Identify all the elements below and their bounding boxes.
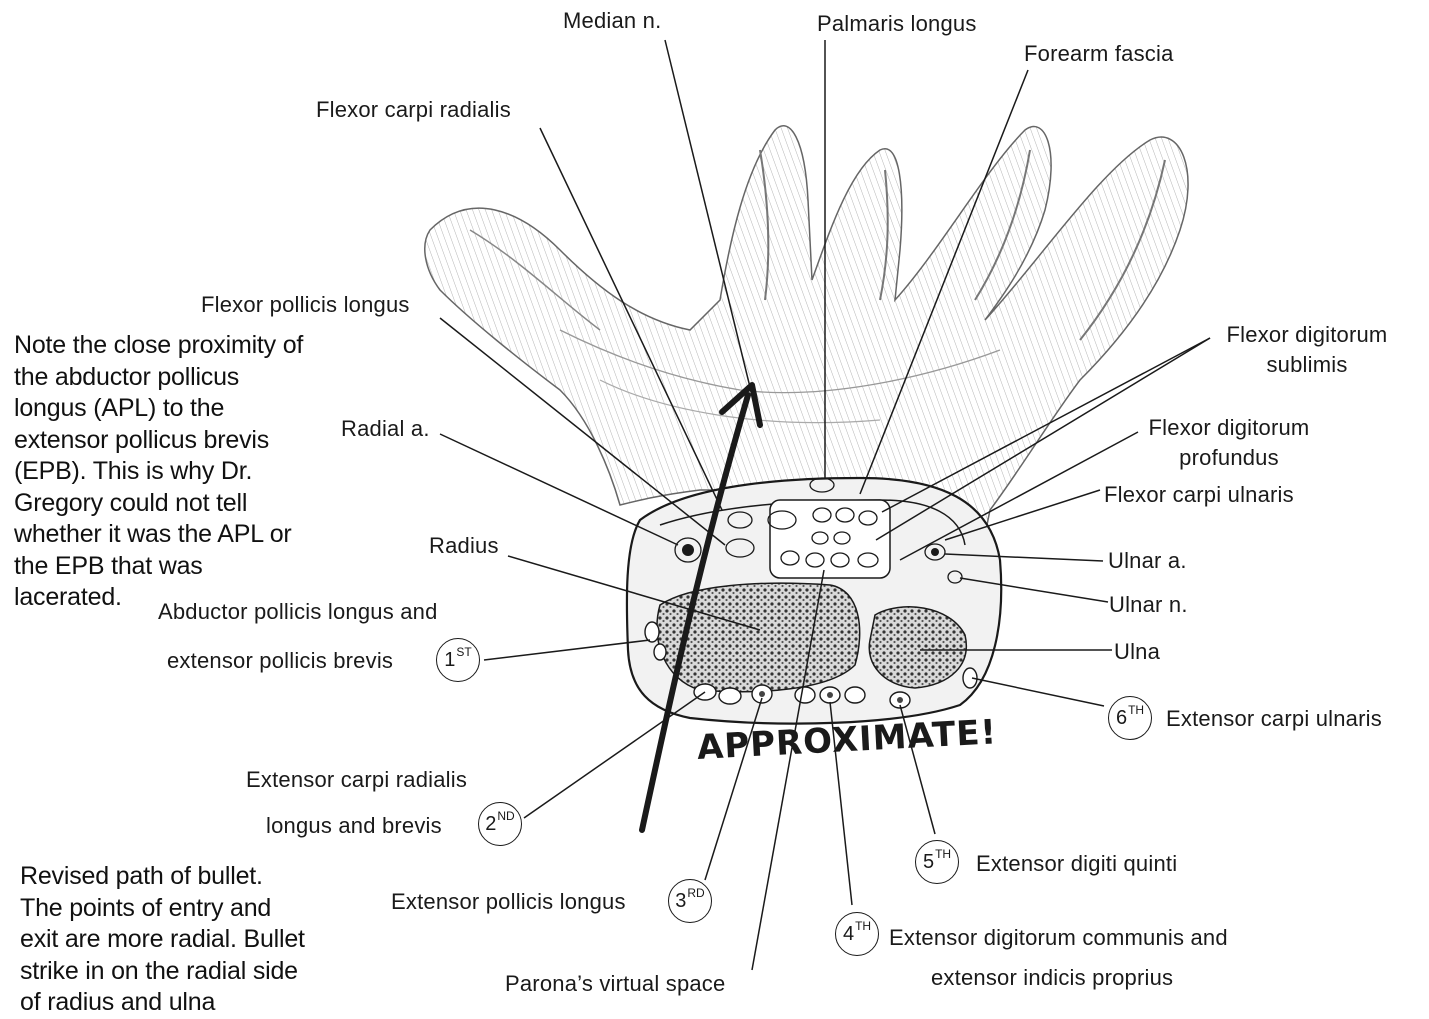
leader-6th xyxy=(972,678,1104,706)
compartment-3rd-suffix: RD xyxy=(687,886,704,900)
label-extensor-digiti-quinti: Extensor digiti quinti xyxy=(976,851,1177,877)
compartment-1st-number: 1 xyxy=(444,649,455,672)
label-flexor-pollicis-longus: Flexor pollicis longus xyxy=(201,292,410,318)
label-apl-epb-line2: extensor pollicis brevis xyxy=(167,648,393,674)
label-edc-eip-line1: Extensor digitorum communis and xyxy=(889,925,1228,951)
label-palmaris-longus: Palmaris longus xyxy=(817,11,977,37)
note-proximity-line: Gregory could not tell xyxy=(14,488,303,520)
label-flexor-carpi-ulnaris: Flexor carpi ulnaris xyxy=(1104,482,1294,508)
label-flexor-digitorum-sublimis: Flexor digitorum sublimis xyxy=(1212,322,1402,378)
leader-1st xyxy=(484,640,650,660)
compartment-6th-number: 6 xyxy=(1116,707,1127,730)
note-proximity-line: the EPB that was xyxy=(14,551,303,583)
label-fdp-line2: profundus xyxy=(1134,445,1324,471)
label-extensor-pollicis-longus: Extensor pollicis longus xyxy=(391,889,626,915)
label-paronas-virtual-space: Parona’s virtual space xyxy=(505,971,725,997)
note-bullet-line: strike in on the radial side xyxy=(20,956,305,988)
note-proximity-line: the abductor pollicus xyxy=(14,362,303,394)
label-edc-eip-line2: extensor indicis proprius xyxy=(931,965,1173,991)
label-fdp-line1: Flexor digitorum xyxy=(1134,415,1324,441)
label-flexor-digitorum-profundus: Flexor digitorum profundus xyxy=(1134,415,1324,471)
note-bullet-line: exit are more radial. Bullet xyxy=(20,924,305,956)
note-bullet-path: Revised path of bullet. The points of en… xyxy=(20,861,305,1019)
note-proximity-line: lacerated. xyxy=(14,582,303,614)
label-fds-line1: Flexor digitorum xyxy=(1212,322,1402,348)
compartment-3rd-number: 3 xyxy=(675,890,686,913)
leader-2nd xyxy=(524,692,705,818)
compartment-4th-suffix: TH xyxy=(855,919,871,933)
label-forearm-fascia: Forearm fascia xyxy=(1024,41,1174,67)
note-proximity-line: whether it was the APL or xyxy=(14,519,303,551)
cross-section-outline xyxy=(627,478,1001,724)
label-ecrl-ecrb-line1: Extensor carpi radialis xyxy=(246,767,467,793)
label-ecrl-ecrb-line2: longus and brevis xyxy=(266,813,442,839)
note-proximity-line: (EPB). This is why Dr. xyxy=(14,456,303,488)
compartment-5th-suffix: TH xyxy=(935,847,951,861)
anatomy-diagram: Median n. Palmaris longus Forearm fascia… xyxy=(0,0,1429,998)
note-proximity-line: longus (APL) to the xyxy=(14,393,303,425)
label-ulnar-a: Ulnar a. xyxy=(1108,548,1187,574)
label-flexor-carpi-radialis: Flexor carpi radialis xyxy=(316,97,511,123)
note-bullet-line: of radius and ulna xyxy=(20,987,305,1019)
compartment-1st-suffix: ST xyxy=(456,645,471,659)
label-extensor-carpi-ulnaris: Extensor carpi ulnaris xyxy=(1166,706,1382,732)
label-ulnar-n: Ulnar n. xyxy=(1109,592,1188,618)
label-radius: Radius xyxy=(429,533,499,559)
label-fds-line2: sublimis xyxy=(1212,352,1402,378)
compartment-2nd-suffix: ND xyxy=(497,809,514,823)
note-bullet-line: Revised path of bullet. xyxy=(20,861,305,893)
label-radial-a: Radial a. xyxy=(341,416,430,442)
compartment-4th-number: 4 xyxy=(843,923,854,946)
compartment-6th-suffix: TH xyxy=(1128,703,1144,717)
compartment-2nd-number: 2 xyxy=(485,813,496,836)
label-ulna: Ulna xyxy=(1114,639,1160,665)
label-median-n: Median n. xyxy=(563,8,661,34)
compartment-5th-number: 5 xyxy=(923,851,934,874)
note-proximity-line: Note the close proximity of xyxy=(14,330,303,362)
note-proximity-line: extensor pollicus brevis xyxy=(14,425,303,457)
note-bullet-line: The points of entry and xyxy=(20,893,305,925)
note-proximity: Note the close proximity of the abductor… xyxy=(14,330,303,614)
